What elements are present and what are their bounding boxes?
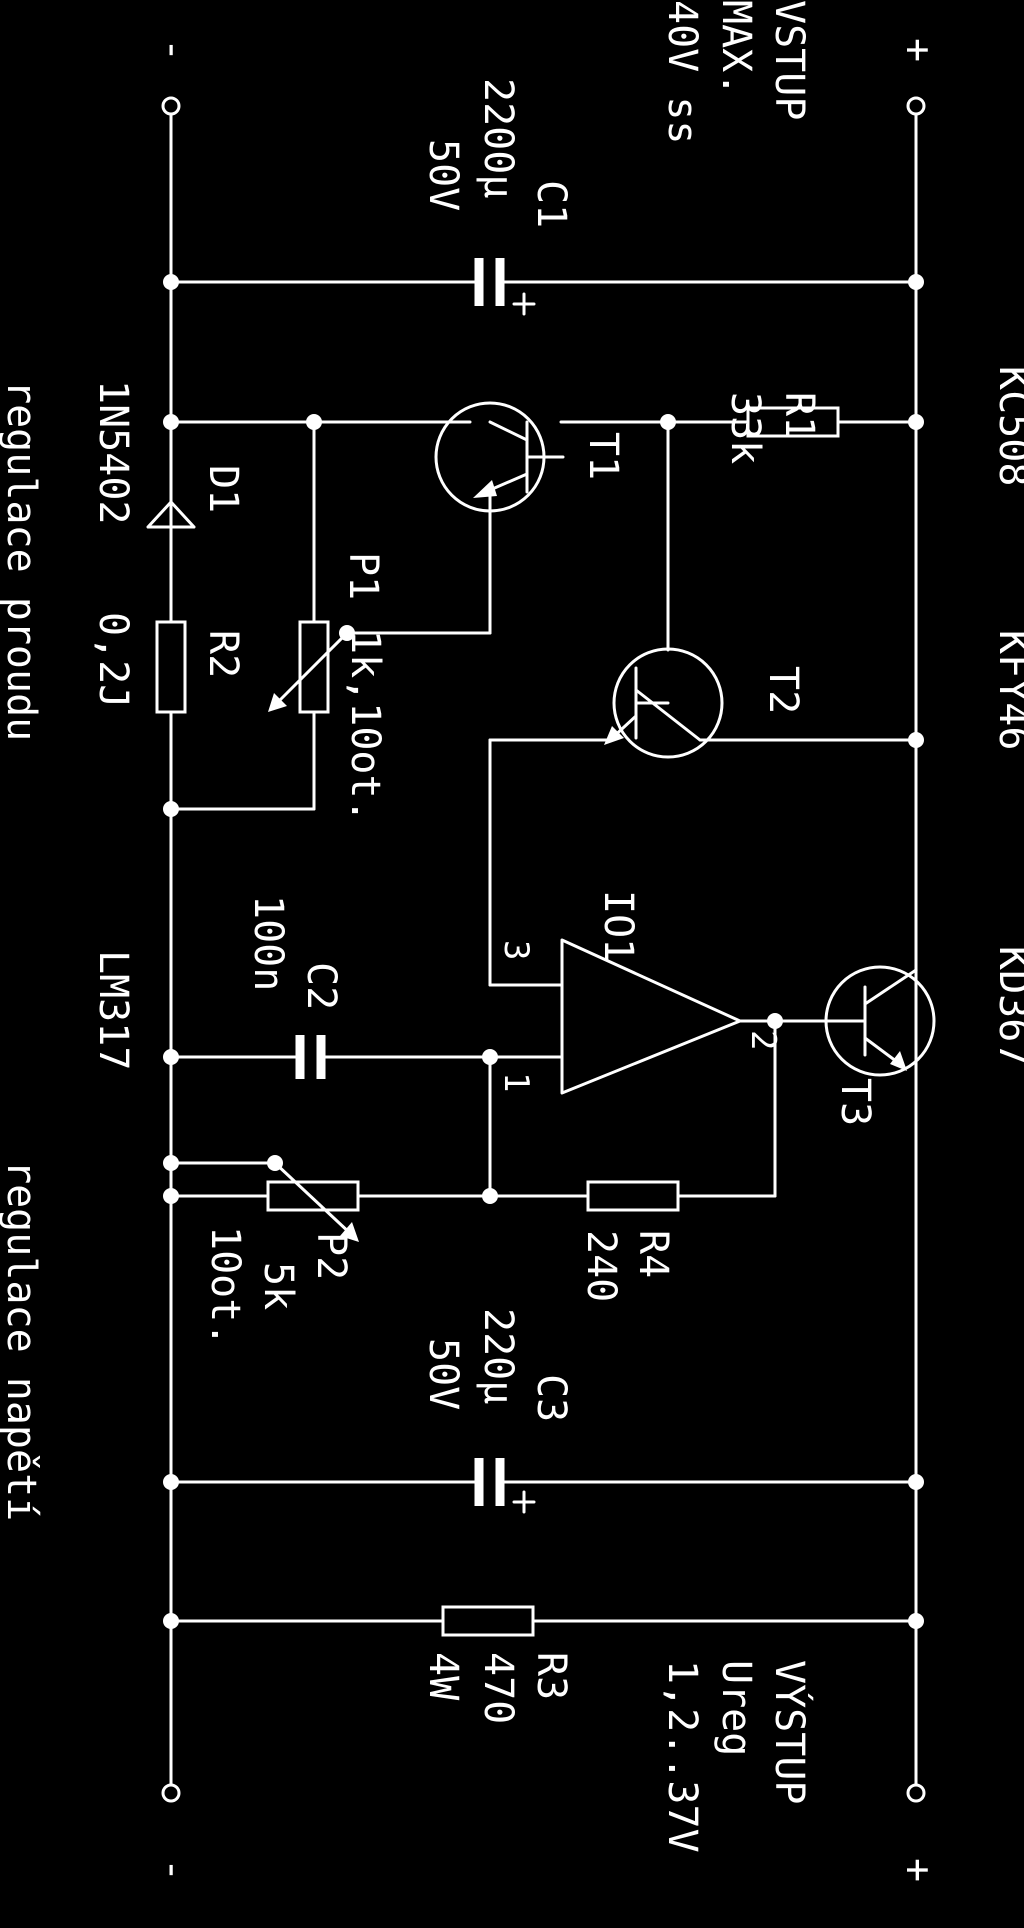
c2-value: 100n (245, 895, 291, 991)
r2-value: 0,2J (90, 612, 136, 708)
caption-voltage-regulation: regulace napětí (0, 1160, 44, 1521)
t3-name: T3 (832, 1078, 878, 1126)
p2-name: P2 (308, 1232, 354, 1280)
c3-value: 220μ (475, 1308, 521, 1404)
c2-name: C2 (298, 962, 344, 1010)
t2-type: KFY46 (990, 630, 1024, 750)
r4-value: 240 (578, 1230, 624, 1302)
input-plus-label: + (895, 38, 941, 62)
io1-type: LM317 (90, 950, 136, 1070)
c1-rating: 50V (420, 139, 466, 211)
input-title: VSTUP (766, 0, 812, 120)
p2-turns: 10ot. (202, 1226, 248, 1346)
p1-value: 1k,10ot. (342, 630, 388, 823)
d1-type: 1N5402 (90, 380, 136, 525)
r1-name: R1 (776, 392, 822, 440)
resistor-r3 (169, 1605, 918, 1637)
c3-name: C3 (528, 1374, 574, 1422)
capacitor-c3 (169, 1458, 918, 1514)
p2-value: 5k (255, 1262, 301, 1310)
t3-type: KD367 (990, 946, 1024, 1066)
c3-rating: 50V (420, 1338, 466, 1410)
potentiometer-p1 (169, 420, 349, 811)
output-range: 1,2..37V (659, 1660, 705, 1853)
input-minus-terminal (161, 96, 181, 116)
r4-name: R4 (630, 1230, 676, 1278)
r3-name: R3 (528, 1652, 574, 1700)
output-plus-label: + (895, 1858, 941, 1882)
io1-name: IO1 (595, 890, 641, 962)
c1-value: 2200μ (475, 78, 521, 198)
capacitor-c2 (169, 1035, 492, 1079)
resistor-r4 (488, 1180, 680, 1212)
t2-name: T2 (760, 666, 806, 714)
input-max: MAX. (713, 0, 759, 96)
r1-value: 33k (722, 392, 768, 464)
input-minus-label: - (150, 38, 196, 62)
caption-current-regulation: regulace proudu (0, 380, 44, 741)
d1-name: D1 (200, 465, 246, 513)
labels: + - VSTUP MAX. 40V ss C1 2200μ 50V KC508… (0, 0, 1024, 1882)
input-voltage: 40V ss (659, 0, 705, 145)
r3-value: 470 (475, 1652, 521, 1724)
output-plus-terminal (906, 1783, 926, 1803)
p1-name: P1 (340, 552, 386, 600)
capacitor-c1 (169, 258, 918, 316)
output-title: VÝSTUP (766, 1660, 814, 1805)
output-minus-terminal (161, 1783, 181, 1803)
regulator-io1 (488, 938, 797, 1198)
diode-d1 (146, 500, 196, 529)
io1-pin3: 3 (496, 940, 536, 960)
c1-name: C1 (528, 180, 574, 228)
r3-rating: 4W (420, 1652, 466, 1701)
t1-name: T1 (580, 432, 626, 480)
io1-pin1: 1 (496, 1072, 536, 1092)
io1-pin2: 2 (743, 1030, 783, 1050)
transistor-t3 (676, 965, 936, 1198)
r2-name: R2 (200, 630, 246, 678)
potentiometer-p2 (169, 1161, 492, 1242)
transistor-t1 (345, 401, 565, 635)
t1-type: KC508 (990, 366, 1024, 486)
junction-dots (163, 274, 924, 1629)
resistor-r2 (155, 620, 187, 714)
output-ureg: Ureg (713, 1660, 759, 1756)
output-minus-label: - (150, 1858, 196, 1882)
transistor-t2 (488, 420, 918, 987)
input-plus-terminal (906, 96, 926, 116)
